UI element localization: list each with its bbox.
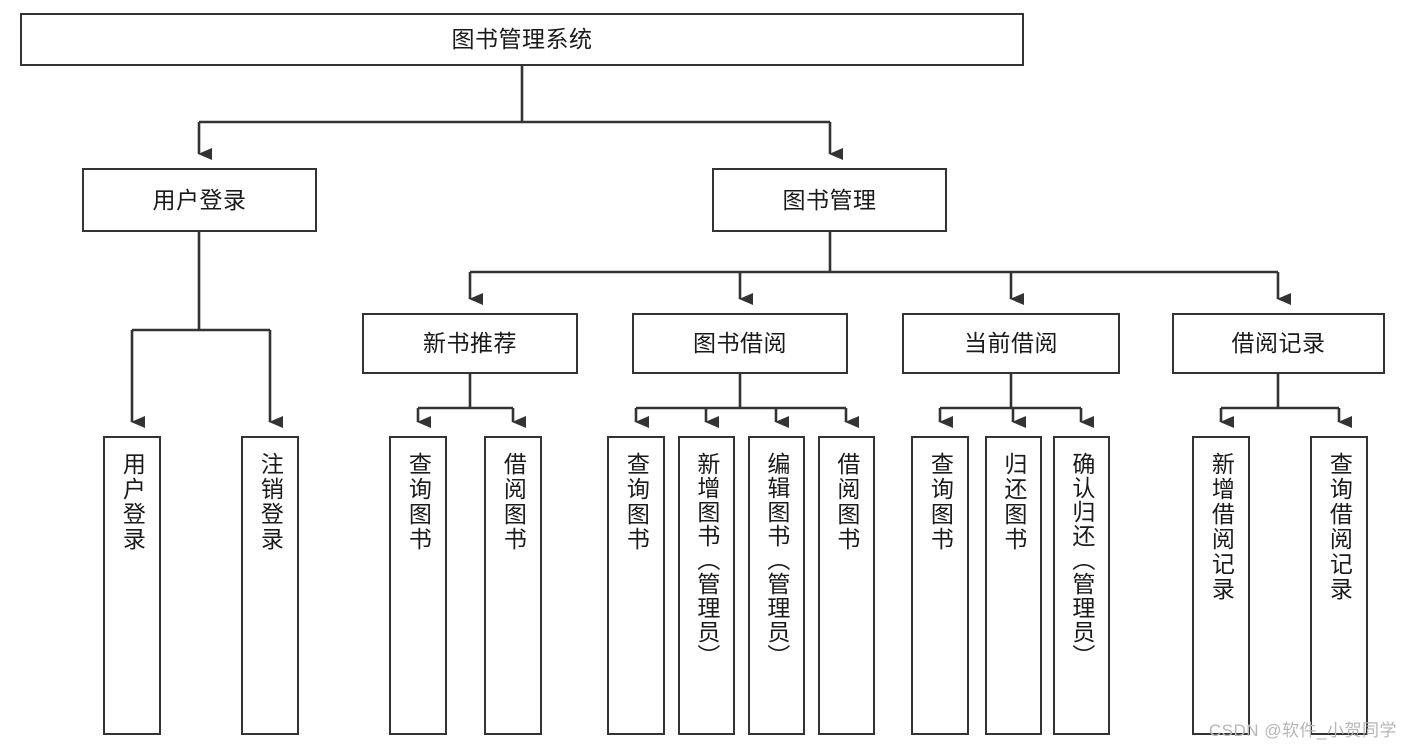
node-leaf-borrow-book[interactable]: 借阅图书 bbox=[818, 436, 875, 735]
node-leaf-confirm-return[interactable]: 确认归还（管理员） bbox=[1053, 436, 1110, 735]
node-new-book-recommend[interactable]: 新书推荐 bbox=[362, 313, 578, 374]
node-current-borrow[interactable]: 当前借阅 bbox=[902, 313, 1120, 374]
node-book-management[interactable]: 图书管理 bbox=[712, 168, 947, 232]
node-leaf-borrow-book-label: 借阅图书 bbox=[833, 452, 860, 552]
node-book-management-label: 图书管理 bbox=[782, 186, 877, 213]
node-leaf-user-login-label: 用户登录 bbox=[119, 452, 146, 552]
node-leaf-user-login[interactable]: 用户登录 bbox=[103, 436, 161, 735]
node-leaf-query-book-borrow-label: 查询图书 bbox=[623, 452, 650, 552]
node-leaf-logout[interactable]: 注销登录 bbox=[241, 436, 299, 735]
node-root[interactable]: 图书管理系统 bbox=[20, 13, 1024, 66]
node-leaf-query-book-borrow[interactable]: 查询图书 bbox=[607, 436, 665, 735]
node-leaf-logout-label: 注销登录 bbox=[257, 452, 284, 552]
node-root-label: 图书管理系统 bbox=[451, 26, 593, 53]
node-leaf-edit-book[interactable]: 编辑图书（管理员） bbox=[748, 436, 805, 735]
node-current-borrow-label: 当前借阅 bbox=[964, 330, 1058, 357]
node-leaf-edit-book-label: 编辑图书（管理员） bbox=[763, 452, 790, 668]
node-borrow-record[interactable]: 借阅记录 bbox=[1172, 313, 1385, 374]
csdn-watermark: CSDN @软件_小贺同学 bbox=[1208, 721, 1397, 740]
node-leaf-add-book[interactable]: 新增图书（管理员） bbox=[678, 436, 735, 735]
node-leaf-borrow-book-new-label: 借阅图书 bbox=[500, 452, 527, 552]
node-book-borrow-label: 图书借阅 bbox=[693, 330, 787, 357]
node-leaf-query-book-current[interactable]: 查询图书 bbox=[911, 436, 969, 735]
node-leaf-return-book-label: 归还图书 bbox=[1000, 452, 1027, 552]
node-new-book-recommend-label: 新书推荐 bbox=[423, 330, 517, 357]
node-user-login-label: 用户登录 bbox=[152, 186, 247, 213]
node-leaf-add-record[interactable]: 新增借阅记录 bbox=[1192, 436, 1250, 735]
node-leaf-query-record-label: 查询借阅记录 bbox=[1326, 452, 1353, 602]
node-leaf-borrow-book-new[interactable]: 借阅图书 bbox=[484, 436, 542, 735]
node-leaf-query-book-current-label: 查询图书 bbox=[927, 452, 954, 552]
node-borrow-record-label: 借阅记录 bbox=[1231, 330, 1326, 357]
node-user-login[interactable]: 用户登录 bbox=[82, 168, 317, 232]
node-book-borrow[interactable]: 图书借阅 bbox=[632, 313, 848, 374]
node-leaf-confirm-return-label: 确认归还（管理员） bbox=[1068, 452, 1095, 668]
node-leaf-query-book-new-label: 查询图书 bbox=[405, 452, 432, 552]
node-leaf-add-record-label: 新增借阅记录 bbox=[1208, 452, 1235, 602]
node-leaf-add-book-label: 新增图书（管理员） bbox=[693, 452, 720, 668]
node-leaf-query-book-new[interactable]: 查询图书 bbox=[389, 436, 447, 735]
node-leaf-return-book[interactable]: 归还图书 bbox=[985, 436, 1042, 735]
node-leaf-query-record[interactable]: 查询借阅记录 bbox=[1310, 436, 1368, 735]
